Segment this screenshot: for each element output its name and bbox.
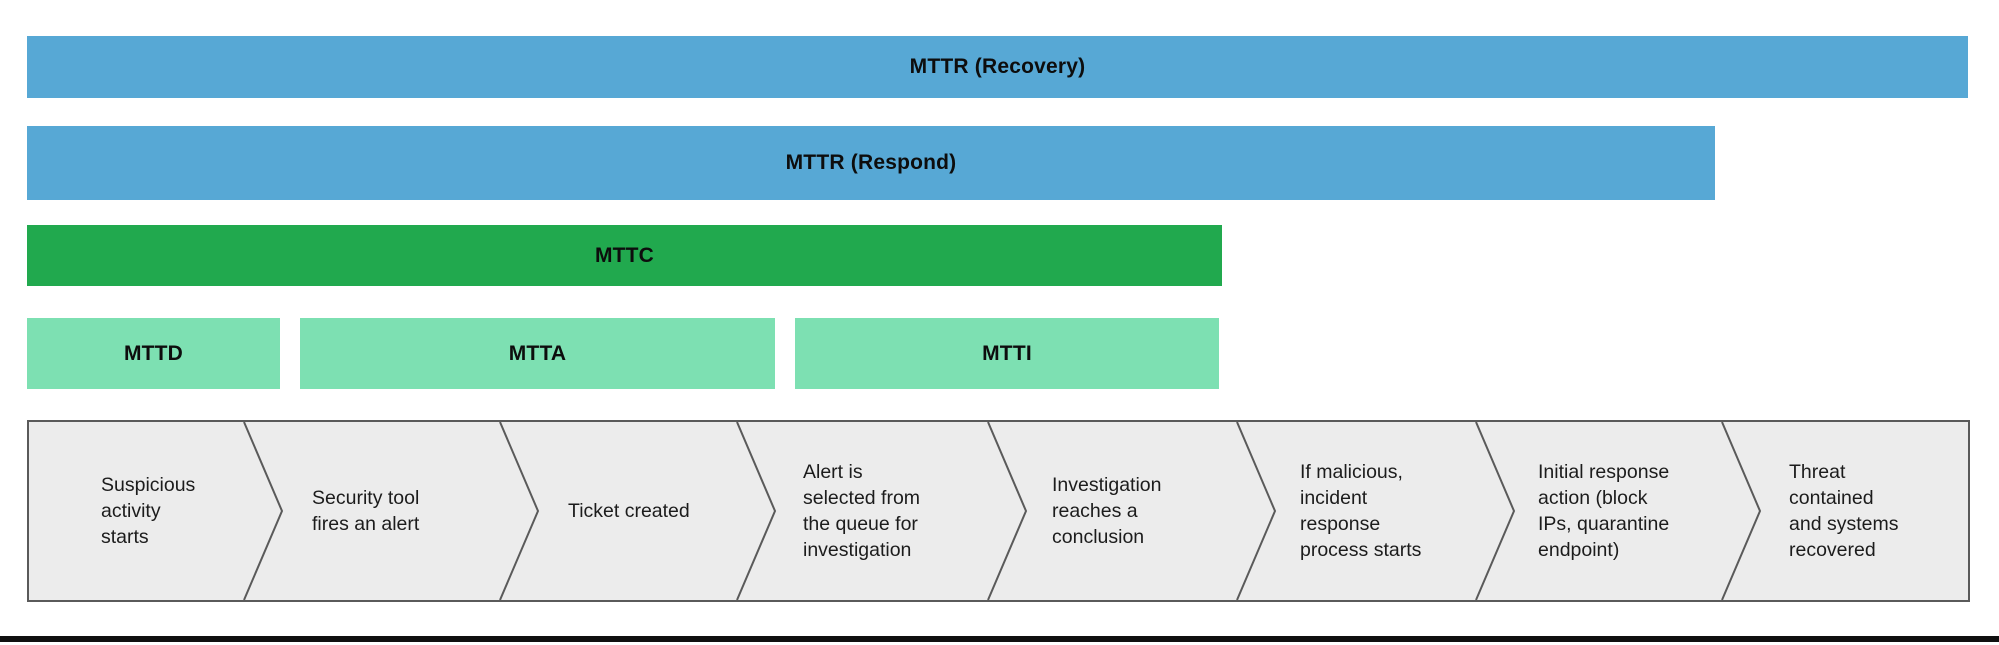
bar-mtta: MTTA — [300, 318, 775, 389]
bar-mttc-label: MTTC — [594, 243, 655, 267]
timeline-stage-ir-process-starts: If malicious, incident response process … — [1300, 460, 1422, 562]
timeline-stage-initial-response-action: Initial response action (block IPs, quar… — [1538, 460, 1670, 562]
bar-mttr-recovery-label: MTTR (Recovery) — [909, 55, 1086, 78]
timeline-stage-threat-contained: Threat contained and systems recovered — [1789, 460, 1899, 562]
bar-mttd-label: MTTD — [123, 341, 184, 365]
bar-mttc: MTTC — [27, 225, 1222, 286]
bottom-divider-bar — [0, 636, 1999, 642]
timeline-stage-suspicious-activity: Suspicious activity starts — [101, 473, 196, 549]
bar-mttr-respond: MTTR (Respond) — [27, 126, 1715, 200]
process-timeline: Suspicious activity starts Security tool… — [27, 420, 1970, 602]
bar-mttd: MTTD — [27, 318, 280, 389]
timeline-stage-investigation-conclusion: Investigation reaches a conclusion — [1052, 473, 1162, 549]
timeline-stage-alert-selected: Alert is selected from the queue for inv… — [803, 460, 921, 562]
bar-mttr-recovery: MTTR (Recovery) — [27, 36, 1968, 98]
bar-mttr-respond-label: MTTR (Respond) — [785, 151, 957, 174]
timeline-stage-ticket-created: Ticket created — [568, 499, 690, 522]
timeline-stage-alert-fired: Security tool fires an alert — [312, 486, 420, 535]
bar-mtta-label: MTTA — [508, 341, 567, 365]
bar-mtti: MTTI — [795, 318, 1219, 389]
bar-mtti-label: MTTI — [982, 341, 1032, 365]
